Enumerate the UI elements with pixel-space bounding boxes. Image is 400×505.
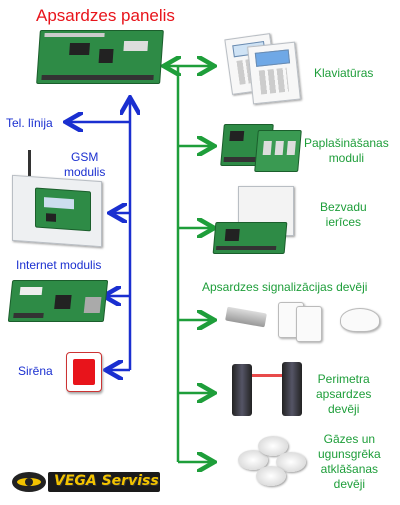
pir-detector-image-2 [296, 306, 322, 342]
siren-image [66, 352, 102, 392]
label-signalizacijas-deveji: Apsardzes signalizācijas devēji [202, 280, 368, 294]
ceiling-detector-image [340, 308, 380, 332]
wireless-receiver-image [212, 222, 288, 254]
control-panel-board-image [36, 30, 164, 84]
eye-logo-icon [12, 472, 46, 492]
label-perimetra-deveji: Perimetra apsardzes devēji [316, 372, 372, 416]
diagram-title: Apsardzes panelis [36, 6, 175, 25]
beam-line-image [252, 374, 282, 377]
label-gazes-deveji: Gāzes un ugunsgrēka atklāšanas devēji [318, 432, 381, 491]
label-internet-modulis: Internet modulis [16, 258, 102, 272]
gsm-module-image [12, 174, 102, 248]
smoke-detector-image-3 [276, 452, 306, 472]
label-gsm-modulis: GSM modulis [64, 150, 106, 179]
beam-detector-image-1 [232, 364, 252, 416]
logo-banner: VEGA Serviss [48, 472, 160, 492]
logo-text: VEGA Serviss [54, 473, 159, 489]
smoke-detector-image-2 [258, 436, 288, 456]
internet-module-image [7, 280, 109, 322]
gsm-antenna-image [12, 150, 31, 180]
keypad-image-2 [247, 41, 301, 105]
label-paplasinasanas-moduli: Paplašināšanas moduli [304, 136, 389, 165]
beam-detector-image-2 [282, 362, 302, 416]
label-klaviaturas: Klaviatūras [314, 66, 374, 80]
label-sirena: Sirēna [18, 364, 53, 378]
smoke-detector-image-1 [238, 450, 268, 470]
smoke-detector-image-4 [256, 466, 286, 486]
expansion-module-image-2 [254, 130, 302, 172]
label-bezvadu-ierices: Bezvadu ierīces [320, 200, 367, 229]
label-tel-linija: Tel. līnija [6, 116, 53, 130]
